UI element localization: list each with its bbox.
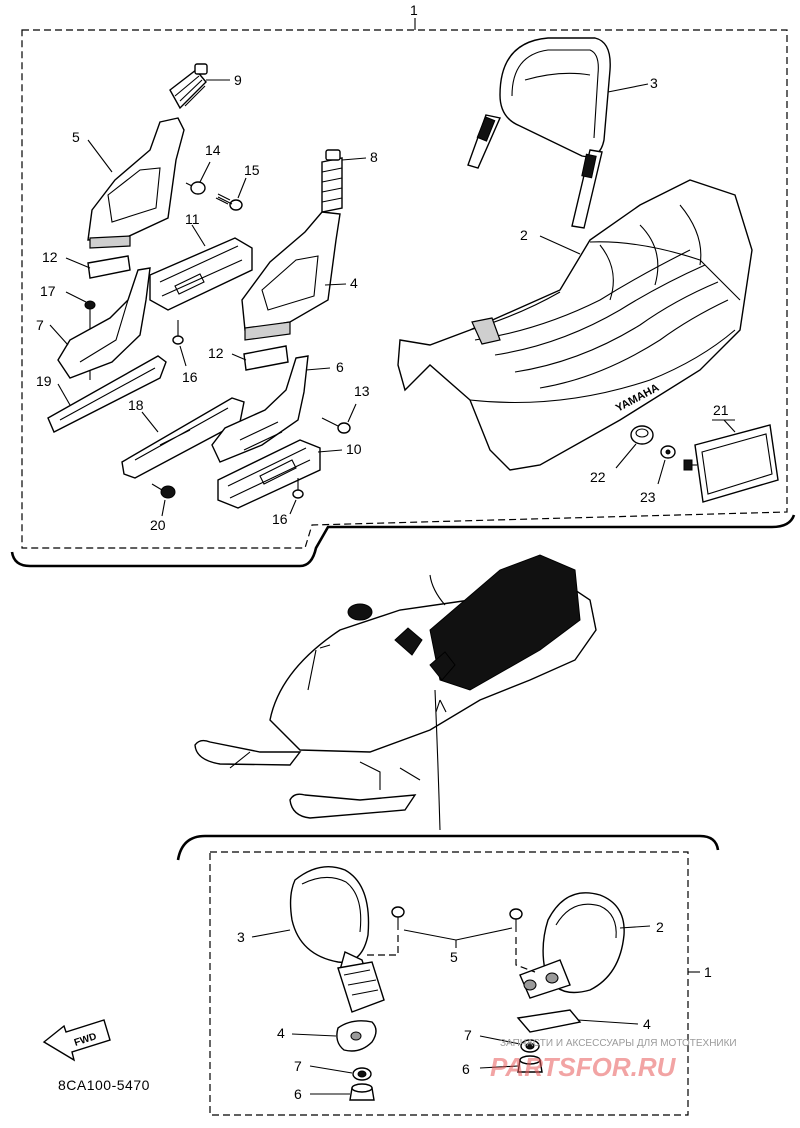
lower-group-label: 1: [704, 964, 712, 980]
label-5: 5: [72, 129, 80, 145]
bracket-7[interactable]: [57, 267, 151, 379]
base-plate-right[interactable]: [516, 1009, 582, 1033]
mirror-right[interactable]: [519, 892, 625, 999]
label-16-left: 16: [182, 369, 198, 385]
label-15: 15: [244, 162, 260, 178]
label-17: 17: [40, 283, 56, 299]
label-14: 14: [205, 142, 221, 158]
label-lower-5: 5: [450, 949, 458, 965]
label-12-left: 12: [42, 249, 58, 265]
label-19: 19: [36, 373, 52, 389]
label-7: 7: [36, 317, 44, 333]
label-lower-3: 3: [237, 929, 245, 945]
seat[interactable]: YAMAHA: [397, 179, 753, 471]
label-10: 10: [346, 441, 362, 457]
label-23: 23: [640, 489, 656, 505]
backrest[interactable]: [467, 37, 611, 229]
nut-left[interactable]: [349, 1083, 375, 1101]
upper-group-frame: 1: [10, 2, 796, 568]
bolt-14[interactable]: [185, 181, 206, 195]
watermark-tagline: ЗАПЧАСТИ И АКСЕССУАРЫ ДЛЯ МОТОТЕХНИКИ: [500, 1038, 737, 1049]
pad-11[interactable]: [149, 237, 253, 311]
handle-bracket-left[interactable]: [87, 117, 185, 249]
mirror-left[interactable]: [289, 866, 385, 1013]
label-21: 21: [713, 402, 729, 418]
grip-right[interactable]: [321, 149, 343, 213]
lower-group-frame: 1: [176, 834, 720, 1116]
label-3: 3: [650, 75, 658, 91]
fwd-arrow-icon: FWD: [42, 1019, 111, 1062]
spacer-12-left[interactable]: [87, 255, 131, 279]
bracket-6[interactable]: [211, 355, 309, 463]
reflector[interactable]: [683, 424, 779, 503]
screw-left[interactable]: [391, 906, 405, 930]
grip-left[interactable]: [169, 63, 208, 110]
label-lower-6-left: 6: [294, 1086, 302, 1102]
screw-right[interactable]: [509, 908, 523, 932]
label-16-right: 16: [272, 511, 288, 527]
rail-19[interactable]: [47, 355, 167, 433]
label-8: 8: [370, 149, 378, 165]
label-20: 20: [150, 517, 166, 533]
washer[interactable]: [660, 445, 676, 459]
label-4: 4: [350, 275, 358, 291]
label-9: 9: [234, 72, 242, 88]
label-lower-2: 2: [656, 919, 664, 935]
upper-group-label: 1: [410, 2, 418, 18]
label-18: 18: [128, 397, 144, 413]
label-lower-6-right: 6: [462, 1061, 470, 1077]
label-12-right: 12: [208, 345, 224, 361]
washer-right[interactable]: [520, 1039, 540, 1053]
label-lower-4-left: 4: [277, 1025, 285, 1041]
watermark-site: PARTSFOR.RU: [490, 1052, 677, 1082]
nut-right[interactable]: [517, 1055, 543, 1073]
snowmobile-illustration: [194, 554, 597, 831]
label-2: 2: [520, 227, 528, 243]
washer-left[interactable]: [352, 1067, 372, 1081]
bolt-15[interactable]: [215, 193, 243, 211]
label-13: 13: [354, 383, 370, 399]
nut[interactable]: [630, 425, 654, 445]
bolt-20[interactable]: [151, 483, 176, 499]
pad-10[interactable]: [217, 439, 321, 509]
label-6: 6: [336, 359, 344, 375]
bolt-13[interactable]: [321, 417, 351, 434]
bolt-16-right[interactable]: [292, 478, 304, 499]
bolt-16-left[interactable]: [172, 320, 184, 345]
handle-bracket-right[interactable]: [241, 211, 341, 341]
label-lower-4-right: 4: [643, 1016, 651, 1032]
label-lower-7-right: 7: [464, 1027, 472, 1043]
label-22: 22: [590, 469, 606, 485]
label-lower-7-left: 7: [294, 1058, 302, 1074]
spacer-12-right[interactable]: [243, 345, 289, 371]
label-11: 11: [185, 211, 200, 227]
diagram-code: 8CA100-5470: [58, 1077, 150, 1093]
base-plate-left[interactable]: [336, 1020, 377, 1052]
